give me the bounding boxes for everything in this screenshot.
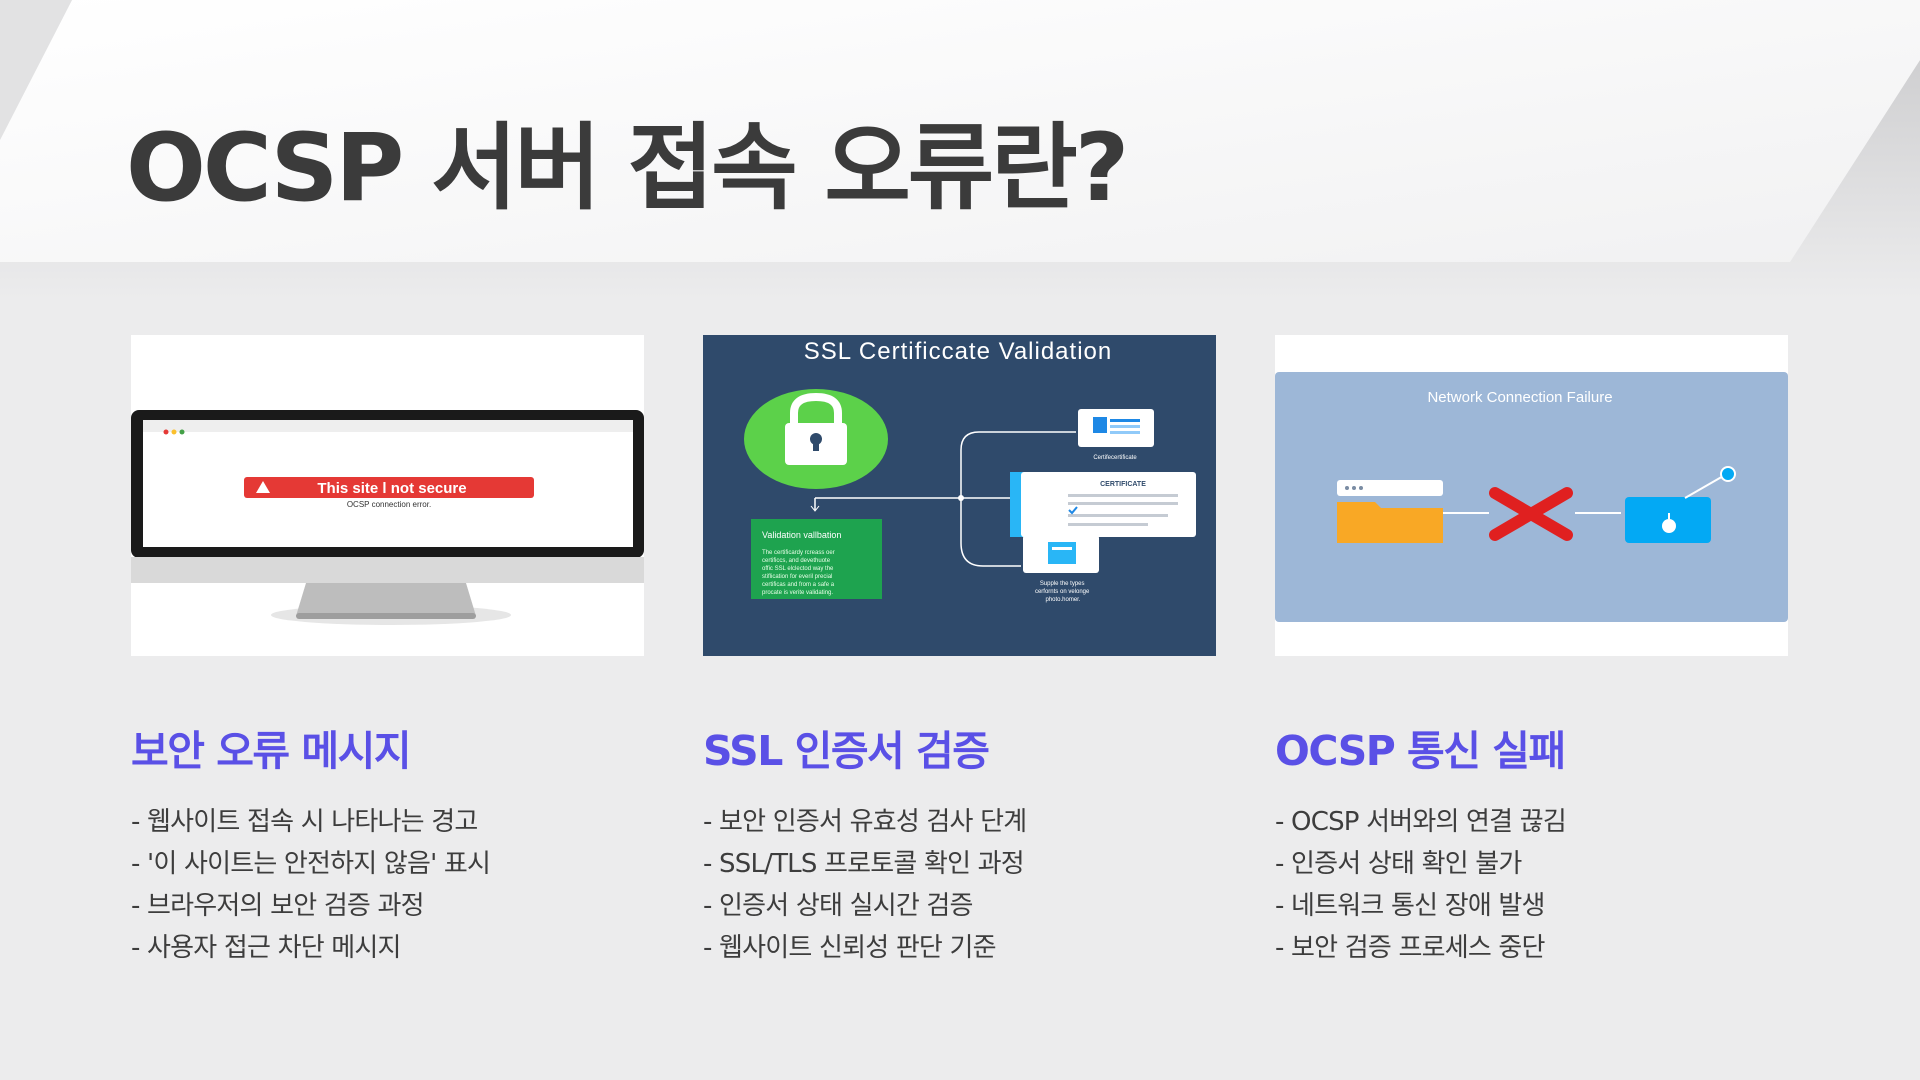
bullet-item: - SSL/TLS 프로토콜 확인 과정 [703,849,1025,879]
warning-text: This site l not secure [317,480,466,497]
bullet-list-security-error: - 웹사이트 접속 시 나타나는 경고 - '이 사이트는 안전하지 않음' 표… [131,801,491,969]
bullet-item: - 네트워크 통신 장애 발생 [1275,891,1545,921]
warning-subtext: OCSP connection error. [347,500,431,509]
doc3-line: Supple the types [1040,581,1085,587]
doc3-line: cerfornts on velonge [1035,589,1090,595]
bullet-item: - 웹사이트 접속 시 나타나는 경고 [131,807,478,837]
bullet-item: - 인증서 상태 확인 불가 [1275,849,1522,879]
column-heading-ssl-validation: SSL 인증서 검증 [703,727,990,775]
ssl-image-title: SSL Certificcate Validation [804,338,1112,365]
validation-box-line: stiflication for everil precial [762,574,832,580]
network-failure-image: Network Connection Failure [1275,335,1788,656]
bullet-item: - OCSP 서버와의 연결 끊김 [1275,807,1567,837]
validation-box-line: The certificardy rcreass oer [762,550,835,556]
validation-box-line: certificas and from a safe a [762,582,835,588]
bullet-item: - 웹사이트 신뢰성 판단 기준 [703,933,997,963]
bullet-item: - 보안 인증서 유효성 검사 단계 [703,807,1027,837]
bullet-item: - 브라우저의 보안 검증 과정 [131,891,425,921]
doc1-label: Certifecertificate [1093,455,1137,461]
svg-text:Supple the types cerforn: Supple the types cerfornts on velonge ph… [1035,581,1091,603]
column-heading-ocsp-failure: OCSP 통신 실패 [1275,727,1566,775]
validation-box-title: Validation vallbation [762,530,841,540]
doc3-line: photo.homer. [1045,597,1080,603]
bullet-item: - 사용자 접근 차단 메시지 [131,933,401,963]
validation-box-line: procate is verite validating. [762,590,833,596]
bullet-item: - '이 사이트는 안전하지 않음' 표시 [131,849,491,879]
bullet-item: - 인증서 상태 실시간 검증 [703,891,973,921]
network-image-title: Network Connection Failure [1427,389,1612,406]
security-warning-image: This site l not secure OCSP connection e… [131,335,644,656]
column-heading-security-error: 보안 오류 메시지 [131,727,412,775]
doc2-label: CERTIFICATE [1100,481,1146,488]
svg-text:The certificardy rcreass oer: The certificardy rcreass oer certificcs,… [762,550,836,596]
bullet-list-ocsp-failure: - OCSP 서버와의 연결 끊김 - 인증서 상태 확인 불가 - 네트워크 … [1275,801,1567,969]
bullet-list-ssl-validation: - 보안 인증서 유효성 검사 단계 - SSL/TLS 프로토콜 확인 과정 … [703,801,1027,969]
validation-box-line: certificcs, and devethuote [762,558,831,564]
page-title: OCSP 서버 접속 오류란? [126,114,1129,223]
validation-box-line: offic SSL elclectod way the [762,566,834,572]
bullet-item: - 보안 검증 프로세스 중단 [1275,933,1545,963]
ssl-validation-image: SSL Certificcate Validation Validation v… [703,335,1216,656]
